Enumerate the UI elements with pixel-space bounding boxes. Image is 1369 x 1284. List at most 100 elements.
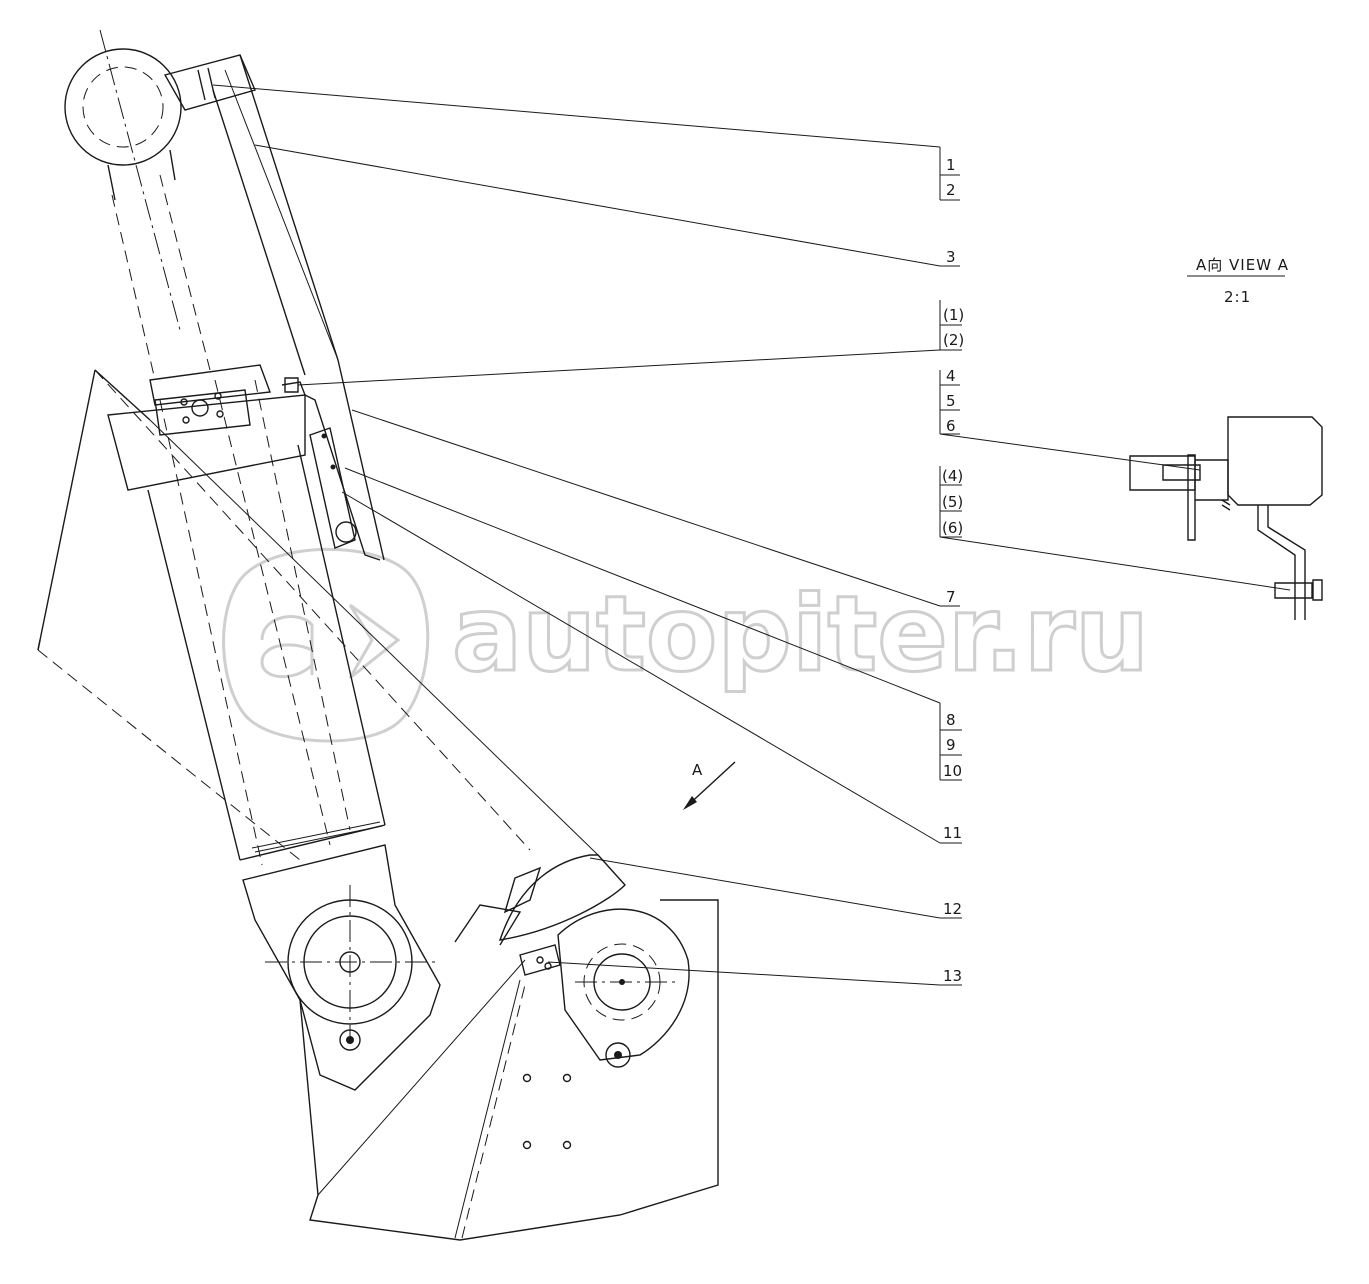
rod-bracket bbox=[163, 54, 256, 111]
view-bent-bar bbox=[1257, 505, 1306, 620]
rod-hidden bbox=[111, 174, 211, 381]
callout-2: 2 bbox=[946, 181, 956, 199]
callout-6: 6 bbox=[946, 417, 956, 435]
grease-nipple-core bbox=[346, 1036, 354, 1044]
cable-clip bbox=[498, 854, 626, 941]
view-nut bbox=[1221, 499, 1231, 511]
callout-p6: (6) bbox=[942, 519, 963, 537]
leader-7 bbox=[351, 409, 941, 607]
callout-8: 8 bbox=[946, 711, 956, 729]
cylinder-barrel-hidden bbox=[159, 379, 351, 866]
base-hole bbox=[522, 1140, 532, 1150]
view-bolt bbox=[1162, 464, 1201, 481]
callout-10: 10 bbox=[943, 762, 962, 780]
base-pin-centerline bbox=[265, 885, 435, 1040]
leader-3 bbox=[254, 144, 941, 267]
flange-bolt bbox=[214, 392, 222, 400]
view-a-detail: A向 VIEW A 2:1 bbox=[1129, 256, 1323, 620]
frame-base-inner bbox=[317, 959, 526, 1239]
cylinder-head-flange bbox=[154, 389, 251, 436]
leader-lines bbox=[212, 84, 1291, 986]
frame-hidden-diagonal-1 bbox=[37, 649, 301, 861]
leader-1-2 bbox=[212, 84, 941, 148]
callout-1: 1 bbox=[946, 156, 956, 174]
leader-11 bbox=[341, 491, 941, 844]
frame-base bbox=[299, 899, 719, 1241]
cylinder-head-top bbox=[149, 364, 271, 406]
leader-p1-p2 bbox=[297, 349, 941, 386]
rod-eye-outer bbox=[64, 48, 182, 166]
grease-nipple bbox=[339, 1029, 361, 1051]
callout-13: 13 bbox=[943, 967, 962, 985]
bracket-bolt bbox=[284, 377, 299, 393]
rod-neck bbox=[107, 149, 176, 201]
frame-hidden-diagonal-2 bbox=[94, 369, 531, 851]
callout-7: 7 bbox=[946, 588, 956, 606]
view-title: A向 VIEW A bbox=[1196, 256, 1289, 274]
pivot-lug bbox=[557, 908, 690, 1061]
watermark-text: autopiter.ru bbox=[452, 573, 1149, 695]
watermark-logo-arrow bbox=[348, 603, 401, 680]
leader-12 bbox=[589, 857, 941, 919]
callout-bracket-1-2 bbox=[939, 147, 960, 201]
view-arrow-a: A bbox=[683, 761, 736, 810]
callout-tags: 1 2 3 (1) (2) 4 5 6 (4) (5) (6) 7 8 9 10… bbox=[939, 147, 964, 986]
view-lower-bolt bbox=[1274, 582, 1313, 599]
base-hole bbox=[522, 1073, 532, 1083]
leader-p4-p6 bbox=[939, 536, 1291, 591]
callout-p1: (1) bbox=[943, 306, 964, 324]
view-sensor-box bbox=[1227, 416, 1323, 506]
leader-13 bbox=[547, 961, 941, 986]
small-bracket-hole bbox=[544, 962, 552, 970]
callout-bracket-8-10 bbox=[939, 703, 962, 781]
view-scale: 2:1 bbox=[1224, 288, 1251, 306]
guard-cover-inner bbox=[224, 69, 339, 361]
sensor-hole bbox=[321, 433, 327, 439]
callout-bracket-p1-p2 bbox=[939, 300, 962, 351]
view-bracket-arm bbox=[1195, 459, 1229, 501]
cylinder-base-mount bbox=[242, 844, 441, 1091]
callout-11: 11 bbox=[943, 824, 962, 842]
guard-cover-right bbox=[239, 54, 385, 561]
rod-eye-inner bbox=[82, 66, 164, 148]
sensor-eye bbox=[335, 521, 357, 543]
flange-bolt bbox=[180, 398, 188, 406]
pivot-assembly bbox=[454, 854, 690, 1068]
frame-base-hidden bbox=[461, 984, 526, 1239]
flange-bolt bbox=[216, 410, 224, 418]
callout-bracket-4-6 bbox=[939, 370, 960, 435]
sensor-hole bbox=[330, 464, 336, 470]
view-arrow-head bbox=[683, 796, 697, 810]
callout-4: 4 bbox=[946, 367, 956, 385]
small-bracket-hole bbox=[536, 956, 544, 964]
pivot-grease-core bbox=[614, 1051, 622, 1059]
cylinder-head bbox=[107, 394, 306, 491]
base-hole bbox=[562, 1140, 572, 1150]
frame-diagonal bbox=[149, 419, 599, 856]
callout-p2: (2) bbox=[943, 331, 964, 349]
guard-cover-left bbox=[212, 89, 306, 376]
leader-4-6 bbox=[939, 433, 1201, 471]
base-hole bbox=[562, 1073, 572, 1083]
watermark-logo-badge bbox=[222, 547, 430, 743]
view-bracket-plate bbox=[1187, 454, 1196, 541]
callout-9: 9 bbox=[946, 736, 956, 754]
callout-3: 3 bbox=[946, 248, 956, 266]
frame-left-edge bbox=[37, 369, 96, 651]
leader-8-10 bbox=[344, 467, 941, 704]
sensor-bracket bbox=[281, 377, 381, 561]
view-lower-nut bbox=[1312, 579, 1323, 601]
watermark: autopiter.ru bbox=[222, 547, 1151, 743]
callout-p5: (5) bbox=[942, 493, 963, 511]
rod-bracket-bolt bbox=[197, 67, 216, 101]
cylinder-barrel bbox=[147, 444, 386, 861]
small-bracket bbox=[519, 944, 561, 976]
clip-clamp bbox=[503, 866, 542, 914]
bracket-plate bbox=[281, 381, 381, 561]
callout-bracket-p4-p6 bbox=[939, 466, 962, 538]
callout-5: 5 bbox=[946, 392, 956, 410]
sensor-body bbox=[309, 427, 356, 549]
cylinder-centerline bbox=[99, 29, 181, 331]
clip-arm bbox=[454, 904, 522, 946]
